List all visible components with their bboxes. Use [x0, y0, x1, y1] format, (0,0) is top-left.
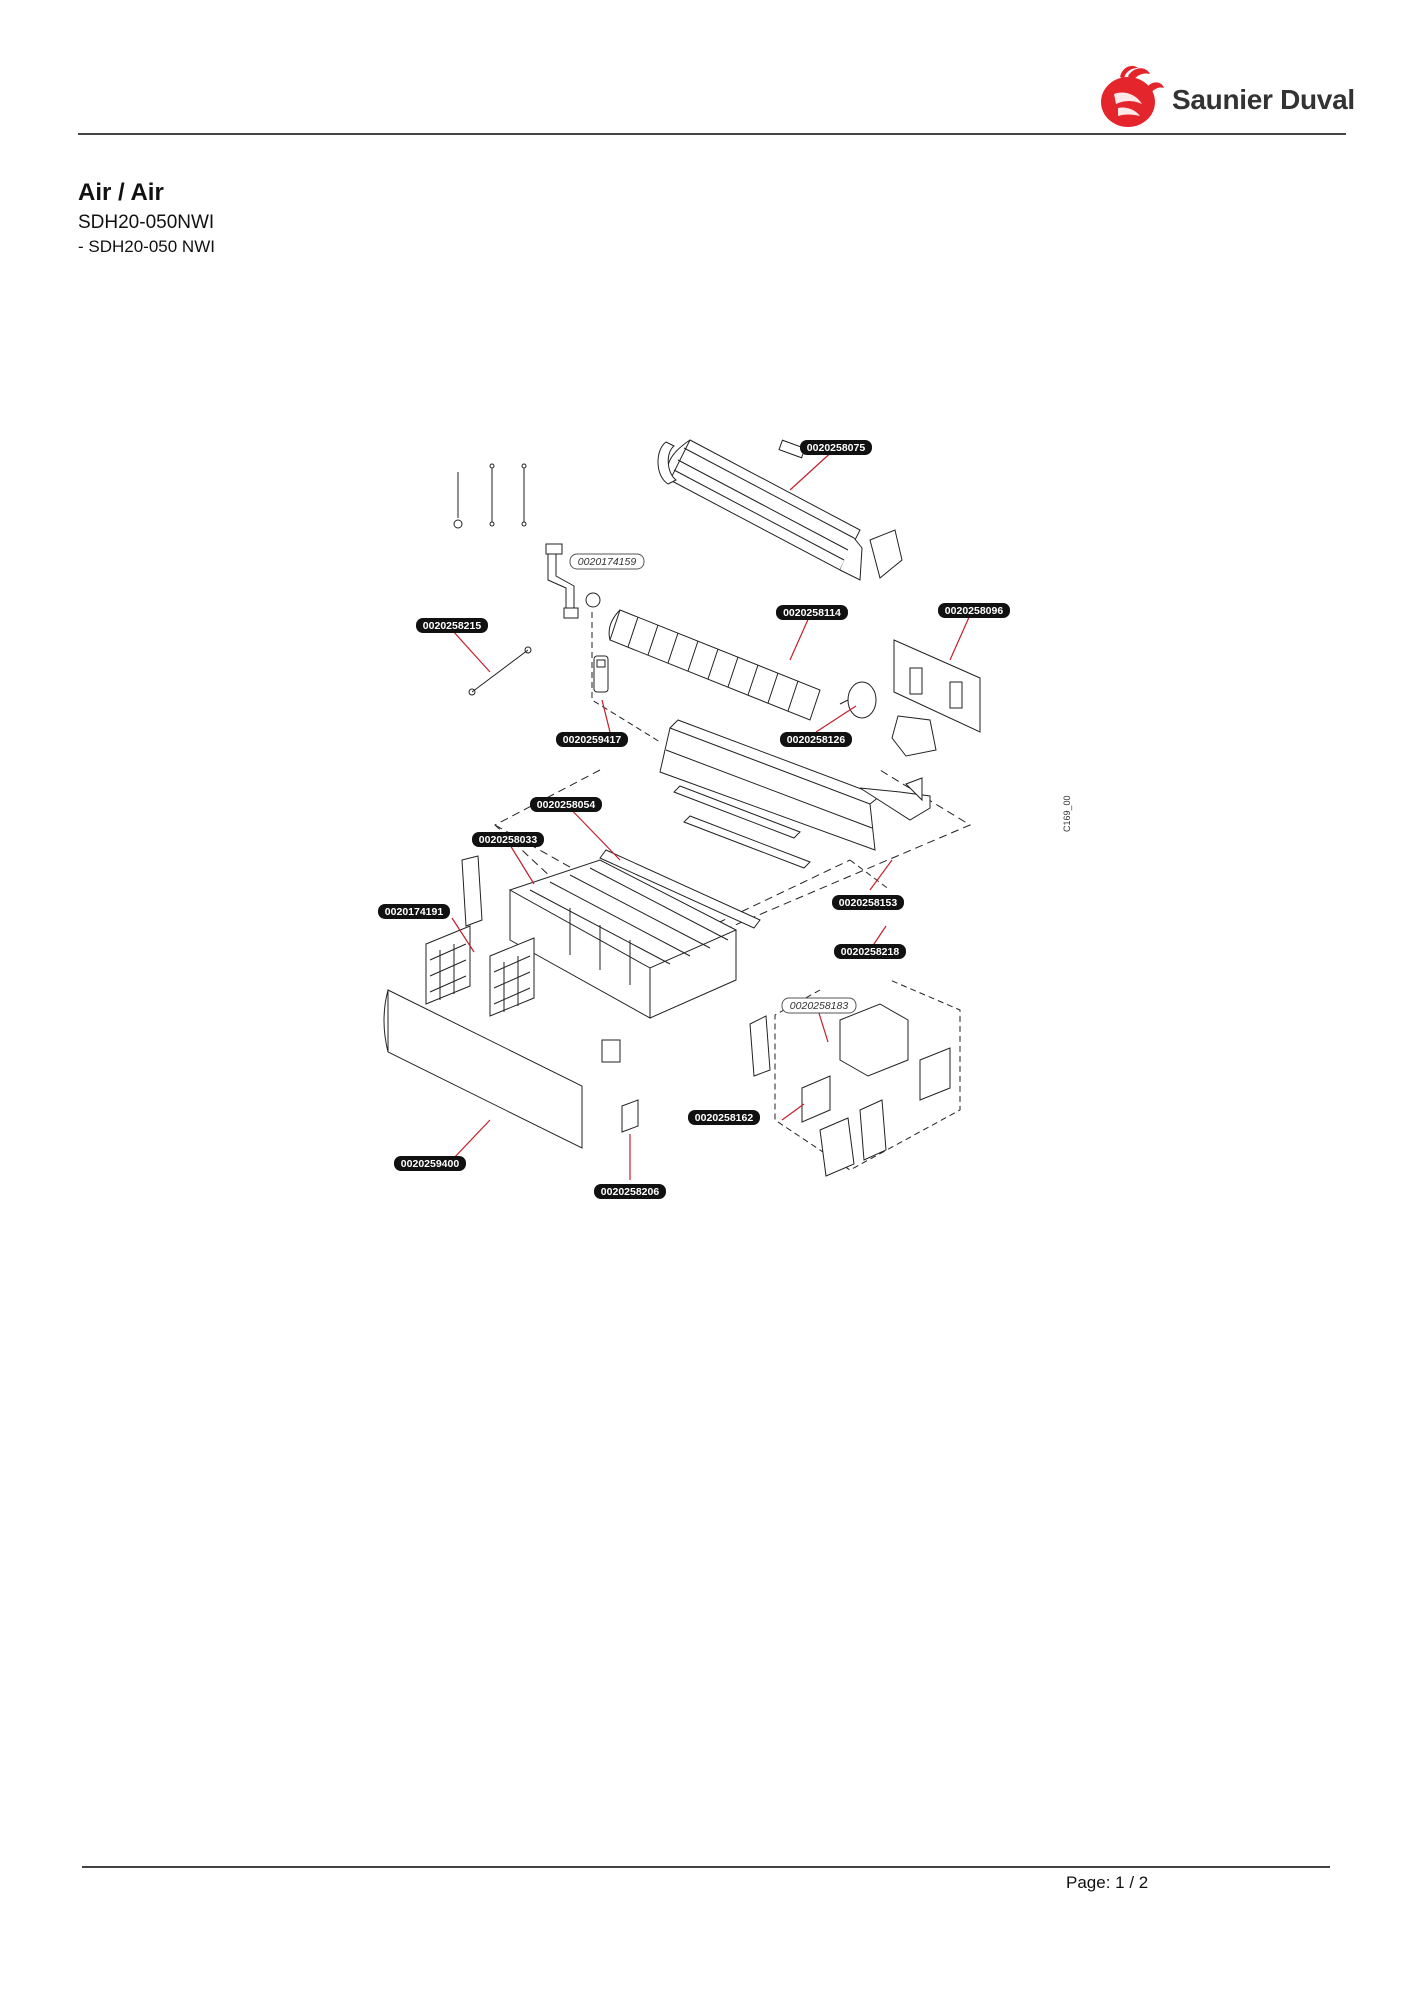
part-number: 0020258183	[790, 1000, 849, 1012]
part-label: 0020258162	[688, 1110, 760, 1125]
part-number: 0020259417	[563, 734, 622, 746]
saunier-duval-logo	[1101, 65, 1164, 127]
part-number: 0020258206	[601, 1186, 660, 1198]
part-label: 0020258075	[800, 440, 872, 455]
page-title: Air / Air	[78, 179, 164, 206]
part-label: 0020258096	[938, 603, 1010, 618]
part-label: 0020258215	[416, 618, 488, 633]
part-label: 0020258054	[530, 797, 602, 812]
part-label: 0020174159	[569, 553, 645, 570]
part-number: 0020174191	[385, 906, 444, 918]
part-number: 0020258218	[841, 946, 900, 958]
page-value: 1 / 2	[1115, 1873, 1149, 1892]
header-divider	[78, 133, 1346, 135]
part-label: 0020258206	[594, 1184, 666, 1199]
part-label: 0020258033	[472, 832, 544, 847]
part-label: 0020258153	[832, 895, 904, 910]
part-number: 0020258096	[945, 605, 1004, 617]
model-name: SDH20-050NWI	[78, 212, 215, 233]
part-number: 0020258075	[807, 442, 866, 454]
submodel-name: - SDH20-050 NWI	[78, 237, 215, 256]
part-number: 0020258033	[479, 834, 538, 846]
brand-name: Saunier Duval	[1172, 84, 1355, 115]
part-number: 0020258162	[695, 1112, 754, 1124]
part-number: 0020258114	[783, 607, 841, 619]
part-number: 0020258126	[787, 734, 846, 746]
part-number: 0020258054	[537, 799, 596, 811]
exploded-parts-diagram: C169_00 0020258075 0020174159 0020258114…	[378, 439, 1072, 1199]
part-label: 0020258114	[776, 605, 848, 620]
diagram-code: C169_00	[1062, 795, 1072, 832]
part-number: 0020259400	[401, 1158, 460, 1170]
part-label: 0020174191	[378, 904, 450, 919]
part-label: 0020258218	[834, 944, 906, 959]
part-number: 0020258153	[839, 897, 898, 909]
page-label: Page:	[1066, 1873, 1111, 1892]
part-number: 0020174159	[578, 556, 637, 568]
part-label: 0020259417	[556, 732, 628, 747]
part-label: 0020258126	[780, 732, 852, 747]
part-number: 0020258215	[423, 620, 482, 632]
part-label: 0020259400	[394, 1156, 466, 1171]
page-number: Page: 1 / 2	[1066, 1873, 1148, 1893]
footer-divider	[82, 1866, 1330, 1868]
part-label: 0020258183	[781, 997, 857, 1014]
